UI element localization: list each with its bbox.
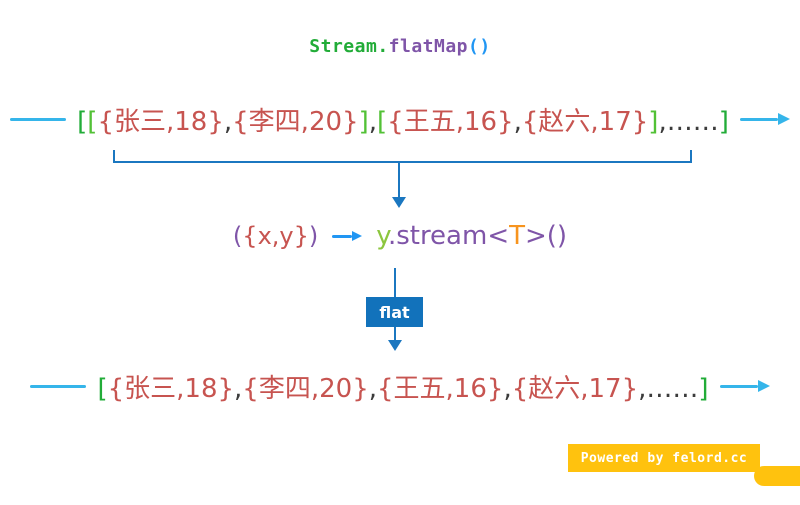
code-segment-red: {张三,18} [107,373,235,404]
code-segment-green1: [ [77,106,88,137]
flat-badge: flat [366,297,423,327]
code-segment-green1: Stream. [309,36,389,57]
stream-out-arrow-icon [739,113,790,125]
arrow-shaft [739,117,778,121]
stream-out-arrow-icon [719,380,770,392]
maps-to-arrow-icon [332,231,363,241]
code-segment-purple: flatMap [388,36,469,57]
diagram-title: Stream.flatMap() [0,36,800,57]
code-segment-green2: ] [648,106,659,137]
code-segment-purple: ( [232,222,243,250]
code-segment-green2: [ [377,106,388,137]
code-segment-red: {赵六,17} [511,373,639,404]
stream-in-line [10,117,67,121]
flat-down-arrow-head [388,340,402,351]
flat-badge-label: flat [379,302,410,322]
code-segment-lgreen: y [376,221,388,251]
code-segment-green2: [ [87,106,98,137]
code-segment-purple: .stream< [387,221,510,251]
code-segment-orange: T [509,221,525,251]
stream-in-line [30,384,87,388]
code-segment-green1: [ [97,373,108,404]
arrow-shaft [332,234,353,238]
flat-list-code: [{张三,18},{李四,20},{王五,16},{赵六,17},……] [97,368,708,405]
code-segment-red: {李四,20} [232,106,359,137]
mapper-row: ({x,y}) y.stream<T>() [0,219,800,253]
code-segment-dark: , [223,106,233,137]
map-down-arrow-head [392,197,406,208]
arrow-head [757,380,770,392]
code-segment-red: {x,y} [242,222,309,250]
powered-by-label: Powered by felord.cc [580,450,748,466]
code-segment-red: {王五,16} [387,106,514,137]
code-segment-green1: ] [718,106,729,137]
code-segment-purple: >() [525,221,568,251]
code-segment-dark: ,…… [638,373,699,404]
code-segment-green1: ] [698,373,709,404]
code-segment-red: {赵六,17} [521,106,649,137]
stream-call-code: y.stream<T>() [376,221,567,251]
arrow-head [777,113,790,125]
code-segment-dark: , [368,106,377,137]
map-down-arrow-line [398,163,400,199]
arrow-head [352,231,363,241]
code-segment-red: {张三,18} [97,106,224,137]
code-segment-green2: ] [358,106,369,137]
lambda-args-code: ({x,y}) [233,222,318,250]
code-segment-dark: , [503,373,512,404]
code-segment-purple: ) [308,222,319,250]
group-bracket [113,150,692,163]
banner-ribbon-tail [754,466,800,486]
code-segment-dark: , [234,373,243,404]
code-segment-arrowBlue: () [468,36,491,57]
arrow-shaft [719,384,758,388]
code-segment-dark: , [368,373,377,404]
code-segment-red: {李四,20} [242,373,369,404]
code-segment-dark: ,…… [658,106,719,137]
code-segment-red: {王五,16} [377,373,504,404]
flat-stream-row: [{张三,18},{李四,20},{王五,16},{赵六,17},……] [0,366,800,406]
nested-list-code: [[{张三,18},{李四,20}],[{王五,16},{赵六,17}],……] [77,101,729,138]
powered-by-banner: Powered by felord.cc [568,444,760,472]
code-segment-dark: , [513,106,522,137]
nested-stream-row: [[{张三,18},{李四,20}],[{王五,16},{赵六,17}],……] [0,99,800,139]
